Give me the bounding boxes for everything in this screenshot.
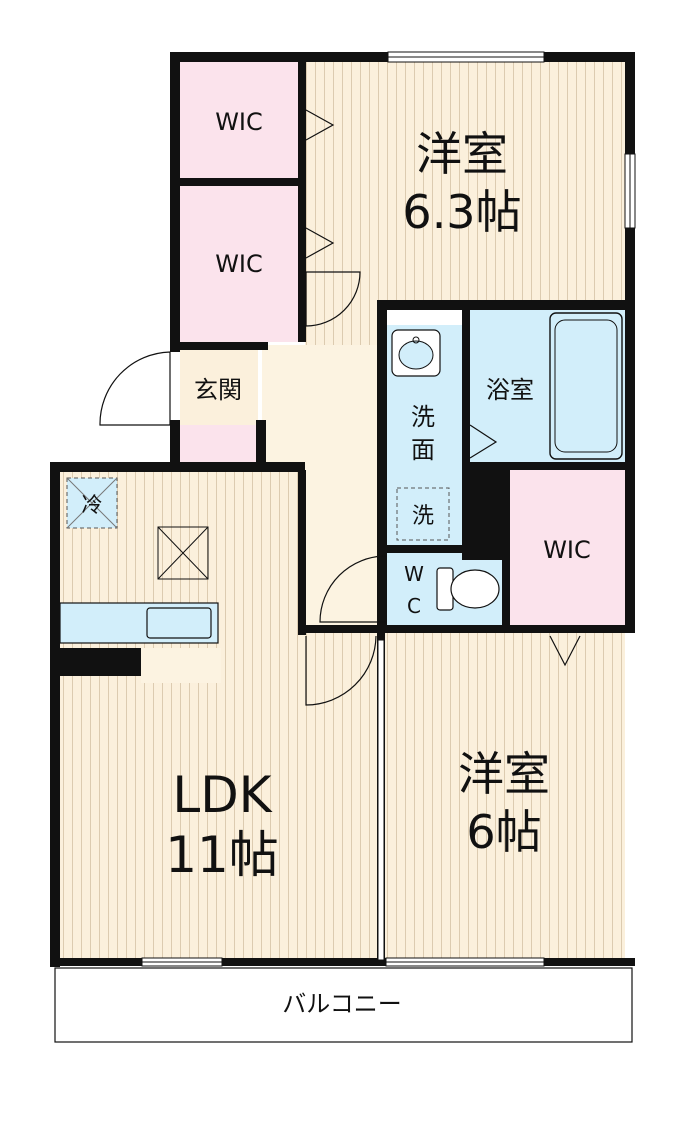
wic-2-label: WIC (215, 250, 263, 278)
windows (141, 51, 636, 967)
entrance-room (180, 350, 258, 425)
toilet-label-w: W (404, 562, 424, 586)
kitchen-sink (146, 607, 212, 639)
bedroom-1-floor (305, 60, 625, 300)
ldk-lower-floor (305, 630, 383, 960)
washer-spot (396, 487, 450, 541)
washer-label: 洗 (412, 504, 434, 529)
washroom-label-top: 洗 (411, 403, 435, 431)
wic-3-room (510, 470, 625, 627)
bedroom-2-floor (383, 630, 625, 960)
kitchen-floor-patch (141, 648, 221, 683)
wic-2-room (178, 186, 298, 342)
balcony-label: バルコニー (282, 990, 402, 1018)
ldk-floor (55, 470, 305, 960)
closet-hall-floor (305, 300, 377, 345)
vent-cross (157, 526, 209, 580)
ldk-size: 11帖 (165, 826, 279, 884)
basin-tap (412, 336, 420, 344)
bathtub-inner (554, 319, 618, 453)
kitchen-backwall (55, 648, 141, 676)
ldk-name: LDK (172, 766, 272, 824)
wic-3-label: WIC (543, 536, 591, 564)
washroom-label-bottom: 面 (411, 436, 435, 464)
toilet-label-c: C (407, 594, 421, 618)
entrance-label: 玄関 (194, 376, 242, 404)
fridge-label: 冷 (82, 493, 103, 517)
balcony-area (54, 967, 633, 1043)
basin-bowl (398, 340, 434, 370)
toilet-bowl (450, 569, 500, 609)
bath-label: 浴室 (486, 376, 534, 404)
bedroom-1-name: 洋室 (416, 127, 508, 181)
bedroom-2-size: 6帖 (466, 805, 541, 859)
bedroom-1-size: 6.3帖 (402, 185, 521, 239)
wic-1-label: WIC (215, 108, 263, 136)
vent-marker (157, 526, 209, 580)
doors (99, 109, 581, 706)
wic-1-room (178, 62, 298, 178)
bedroom-2-name: 洋室 (458, 747, 550, 801)
fridge-cross (66, 477, 118, 529)
entrance-step (180, 425, 258, 465)
